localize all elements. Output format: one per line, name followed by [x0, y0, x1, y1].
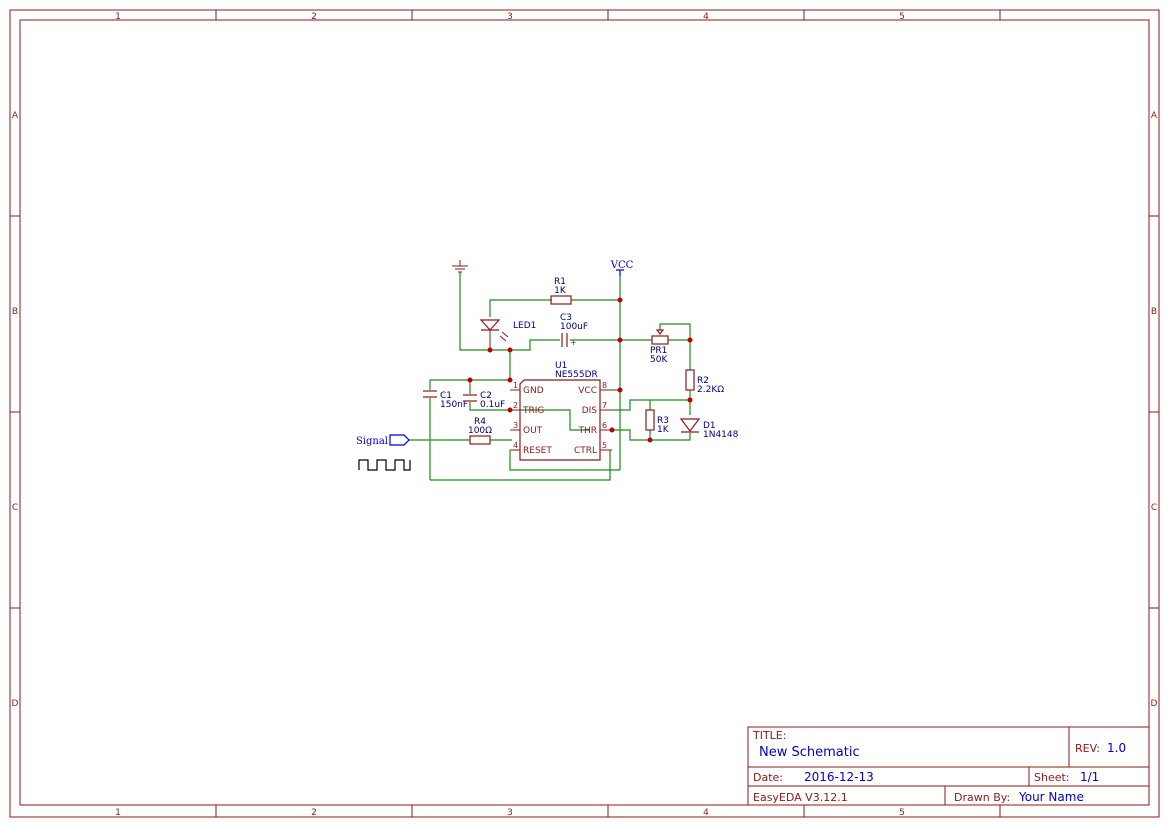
capacitor-c2: C2 0.1uF — [463, 391, 505, 410]
diode-d1: D1 1N4148 — [679, 418, 739, 440]
signal-net-label: Signal — [356, 436, 388, 447]
resistor-r2: R2 2.2KΩ — [685, 369, 724, 395]
row-label-left: B — [12, 307, 18, 317]
schematic-title: New Schematic — [759, 745, 860, 760]
r2-ref: R2 — [697, 376, 709, 386]
capacitor-c3: + C3 100uF — [560, 313, 588, 347]
pr1-ref: PR1 — [650, 346, 667, 356]
c3-value: 100uF — [560, 322, 588, 332]
drawing-frame: 1 2 3 4 5 1 2 3 4 5 A B C D A B C D — [9, 9, 1160, 818]
column-label-top: 1 — [115, 12, 121, 22]
u1-pin5-name: CTRL — [574, 446, 597, 456]
software-version: EasyEDA V3.12.1 — [753, 791, 848, 804]
date-label: Date: — [753, 771, 783, 784]
sheet-value: 1/1 — [1080, 770, 1099, 784]
vcc-net-label: VCC — [610, 260, 634, 271]
r1-ref: R1 — [554, 277, 566, 287]
u1-ref: U1 — [555, 361, 567, 371]
row-label-right: D — [1151, 699, 1158, 709]
u1-pin3-number: 3 — [513, 421, 518, 430]
u1-value: NE555DR — [555, 370, 598, 380]
u1-pin1-name: GND — [523, 386, 544, 396]
r3-ref: R3 — [657, 416, 669, 426]
u1-pin4-name: RESET — [523, 446, 552, 456]
u1-pin1-number: 1 — [513, 381, 518, 390]
c3-ref: C3 — [560, 313, 572, 323]
u1-pin6-number: 6 — [602, 421, 607, 430]
square-wave-icon — [358, 459, 411, 471]
rev-label: REV: — [1075, 742, 1100, 755]
column-label-top: 4 — [703, 12, 709, 22]
u1-pin5-number: 5 — [602, 441, 607, 450]
row-label-right: C — [1151, 503, 1157, 513]
capacitor-c1: C1 150nF — [423, 390, 468, 410]
column-label-top: 3 — [507, 12, 513, 22]
pr1-value: 50K — [650, 355, 668, 365]
row-label-left: C — [12, 503, 18, 513]
column-label-top: 5 — [899, 12, 905, 22]
row-label-right: A — [1151, 111, 1158, 121]
c1-value: 150nF — [440, 400, 468, 410]
row-label-left: D — [12, 699, 19, 709]
wires — [408, 272, 691, 481]
ground-symbol — [452, 260, 468, 273]
row-label-right: B — [1151, 307, 1157, 317]
u1-pin8-name: VCC — [578, 386, 597, 396]
resistor-r1: R1 1K — [550, 277, 572, 305]
junctions — [467, 297, 693, 443]
resistor-r4: R4 100Ω — [468, 417, 492, 445]
u1-pin6-name: THR — [577, 426, 597, 436]
column-label-bottom: 5 — [899, 808, 905, 818]
u1-pin2-name: TRIG — [522, 406, 544, 416]
sheet-label: Sheet: — [1034, 771, 1070, 784]
column-label-top: 2 — [311, 12, 317, 22]
r2-value: 2.2KΩ — [697, 385, 724, 395]
svg-text:+: + — [570, 338, 577, 347]
title-label: TITLE: — [752, 729, 786, 742]
potentiometer-pr1: PR1 50K — [650, 329, 669, 365]
drawn-by-label: Drawn By: — [954, 791, 1010, 804]
ic-u1-ne555: U1 NE555DR 1 2 3 4 8 7 6 5 GND TRIG OUT … — [510, 361, 612, 461]
column-label-bottom: 4 — [703, 808, 709, 818]
led-led1: LED1 — [479, 319, 536, 350]
u1-pin2-number: 2 — [513, 401, 518, 410]
resistor-r3: R3 1K — [645, 409, 670, 435]
c1-ref: C1 — [440, 391, 452, 401]
column-label-bottom: 3 — [507, 808, 513, 818]
u1-pin7-name: DIS — [582, 406, 598, 416]
r3-value: 1K — [657, 425, 670, 435]
signal-net-port: Signal — [356, 434, 410, 447]
r4-value: 100Ω — [468, 426, 492, 436]
d1-value: 1N4148 — [703, 430, 739, 440]
row-label-left: A — [12, 111, 19, 121]
u1-pin3-name: OUT — [523, 426, 543, 436]
u1-pin8-number: 8 — [602, 381, 607, 390]
c2-ref: C2 — [480, 391, 492, 401]
u1-pin4-number: 4 — [513, 441, 518, 450]
column-label-bottom: 2 — [311, 808, 317, 818]
u1-pin7-number: 7 — [602, 401, 607, 410]
d1-ref: D1 — [703, 421, 716, 431]
rev-value: 1.0 — [1107, 741, 1126, 755]
vcc-power-flag: VCC — [610, 260, 634, 276]
led1-ref: LED1 — [513, 321, 536, 331]
r1-value: 1K — [554, 286, 567, 296]
date-value: 2016-12-13 — [804, 770, 874, 784]
c2-value: 0.1uF — [480, 400, 505, 410]
title-block: TITLE: New Schematic REV: 1.0 Date: 2016… — [747, 726, 1150, 806]
r4-ref: R4 — [474, 417, 486, 427]
drawn-by-value: Your Name — [1018, 790, 1084, 804]
column-label-bottom: 1 — [115, 808, 121, 818]
